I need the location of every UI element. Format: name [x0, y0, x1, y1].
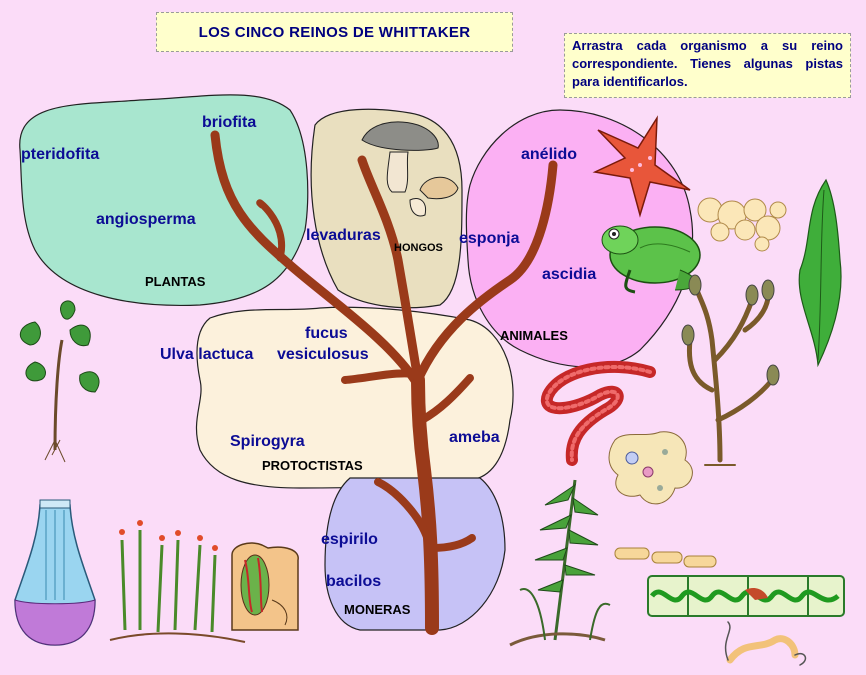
earthworm-icon[interactable]: [540, 360, 656, 466]
label-ulva-lactuca[interactable]: Ulva lactuca: [160, 346, 254, 363]
label-pteridofita[interactable]: pteridofita: [21, 146, 100, 163]
sponge-icon[interactable]: [14, 499, 96, 646]
kingdom-animales: ANIMALES: [500, 328, 568, 343]
label-spirogyra[interactable]: Spirogyra: [230, 433, 305, 450]
instructions-box: Arrastra cada organismo a su reino corre…: [564, 33, 851, 98]
spirillum-icon[interactable]: [724, 621, 807, 666]
label-espirilo[interactable]: espirilo: [321, 531, 378, 548]
label-briofita[interactable]: briofita: [202, 114, 257, 131]
amoeba-icon[interactable]: [608, 431, 693, 505]
label-fucus[interactable]: fucus: [305, 325, 348, 342]
ascidian-icon[interactable]: [231, 542, 299, 631]
kingdom-plantas: PLANTAS: [145, 274, 206, 289]
kingdom-moneras: MONERAS: [344, 602, 411, 617]
label-esponja[interactable]: esponja: [459, 230, 520, 247]
spirogyra-icon[interactable]: [647, 575, 845, 617]
plantas-region: [19, 94, 309, 306]
kingdom-protoctistas: PROTOCTISTAS: [262, 458, 363, 473]
moneras-region: [324, 477, 506, 631]
tree-branches: [210, 130, 558, 635]
label-angiosperma[interactable]: angiosperma: [96, 211, 196, 228]
seaweed-icon[interactable]: [798, 178, 842, 368]
label-bacilos[interactable]: bacilos: [326, 573, 382, 590]
label-levaduras[interactable]: levaduras: [306, 227, 381, 244]
kingdom-hongos: HONGOS: [394, 242, 443, 254]
page-title: LOS CINCO REINOS DE WHITTAKER: [156, 12, 513, 52]
label-anelido[interactable]: anélido: [521, 146, 578, 163]
mushroom-icon[interactable]: [361, 121, 459, 217]
plant-icon[interactable]: [20, 300, 100, 463]
fern-icon[interactable]: [509, 479, 611, 647]
hongos-region: [310, 108, 463, 309]
label-vesiculosus[interactable]: vesiculosus: [277, 346, 369, 363]
label-ascidia[interactable]: ascidia: [542, 266, 597, 283]
bacilli-icon[interactable]: [614, 547, 717, 568]
fucus-icon[interactable]: [681, 274, 780, 466]
starfish-icon[interactable]: [592, 115, 691, 218]
moss-icon[interactable]: [109, 520, 246, 643]
label-ameba[interactable]: ameba: [449, 429, 500, 446]
yeast-icon[interactable]: [697, 197, 787, 252]
